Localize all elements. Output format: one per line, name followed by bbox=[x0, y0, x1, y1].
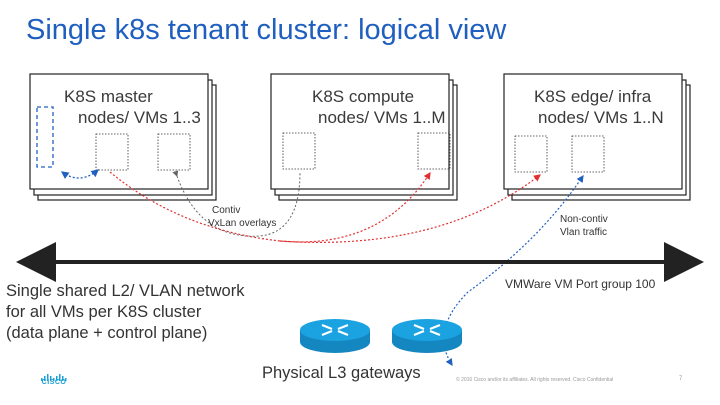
compute-node-stack bbox=[270, 73, 458, 201]
edge-label-line1: K8S edge/ infra bbox=[534, 87, 652, 106]
network-label-line1: Single shared L2/ VLAN network bbox=[6, 282, 245, 300]
compute-vm-box-2 bbox=[417, 132, 451, 170]
edge-vm-box-1 bbox=[514, 135, 548, 173]
master-node-stack bbox=[29, 73, 217, 201]
overlay-link-compute-edge bbox=[279, 174, 541, 243]
vlan-traffic-link bbox=[443, 175, 584, 367]
overlay-label-line2: VxLan overlays bbox=[208, 218, 277, 229]
cisco-logo-text: CISCO bbox=[41, 379, 67, 386]
master-vm-placeholder bbox=[36, 106, 54, 168]
compute-label-line2: nodes/ VMs 1..M bbox=[318, 108, 446, 127]
compute-vm-box-1 bbox=[282, 132, 316, 170]
page-title: Single k8s tenant cluster: logical view bbox=[26, 14, 507, 46]
master-vm-box-2 bbox=[157, 133, 191, 171]
master-vm-box-1 bbox=[95, 133, 129, 171]
vlan-label-line2: Vlan traffic bbox=[560, 227, 608, 238]
network-label-line3: (data plane + control plane) bbox=[6, 324, 208, 342]
edge-node-stack bbox=[503, 73, 691, 201]
cisco-logo-icon bbox=[41, 374, 67, 381]
router-icon bbox=[300, 319, 370, 353]
edge-label-line2: nodes/ VMs 1..N bbox=[538, 108, 664, 127]
edge-vm-box-2 bbox=[571, 135, 605, 173]
gateways-label: Physical L3 gateways bbox=[262, 364, 421, 382]
port-group-label: VMWare VM Port group 100 bbox=[505, 277, 656, 291]
vlan-label-line1: Non-contiv bbox=[560, 214, 608, 225]
cisco-logo: CISCO bbox=[40, 370, 68, 388]
router-icon bbox=[392, 319, 462, 353]
master-label-line1: K8S master bbox=[64, 87, 153, 106]
compute-label-line1: K8S compute bbox=[312, 87, 415, 106]
network-label-line2: for all VMs per K8S cluster bbox=[6, 303, 202, 321]
master-label-line2: nodes/ VMs 1..3 bbox=[78, 108, 201, 127]
overlay-label-line1: Contiv bbox=[212, 205, 241, 216]
footer-copyright: © 2016 Cisco and/or its affiliates. All … bbox=[456, 377, 614, 383]
page-number: 7 bbox=[679, 376, 683, 382]
